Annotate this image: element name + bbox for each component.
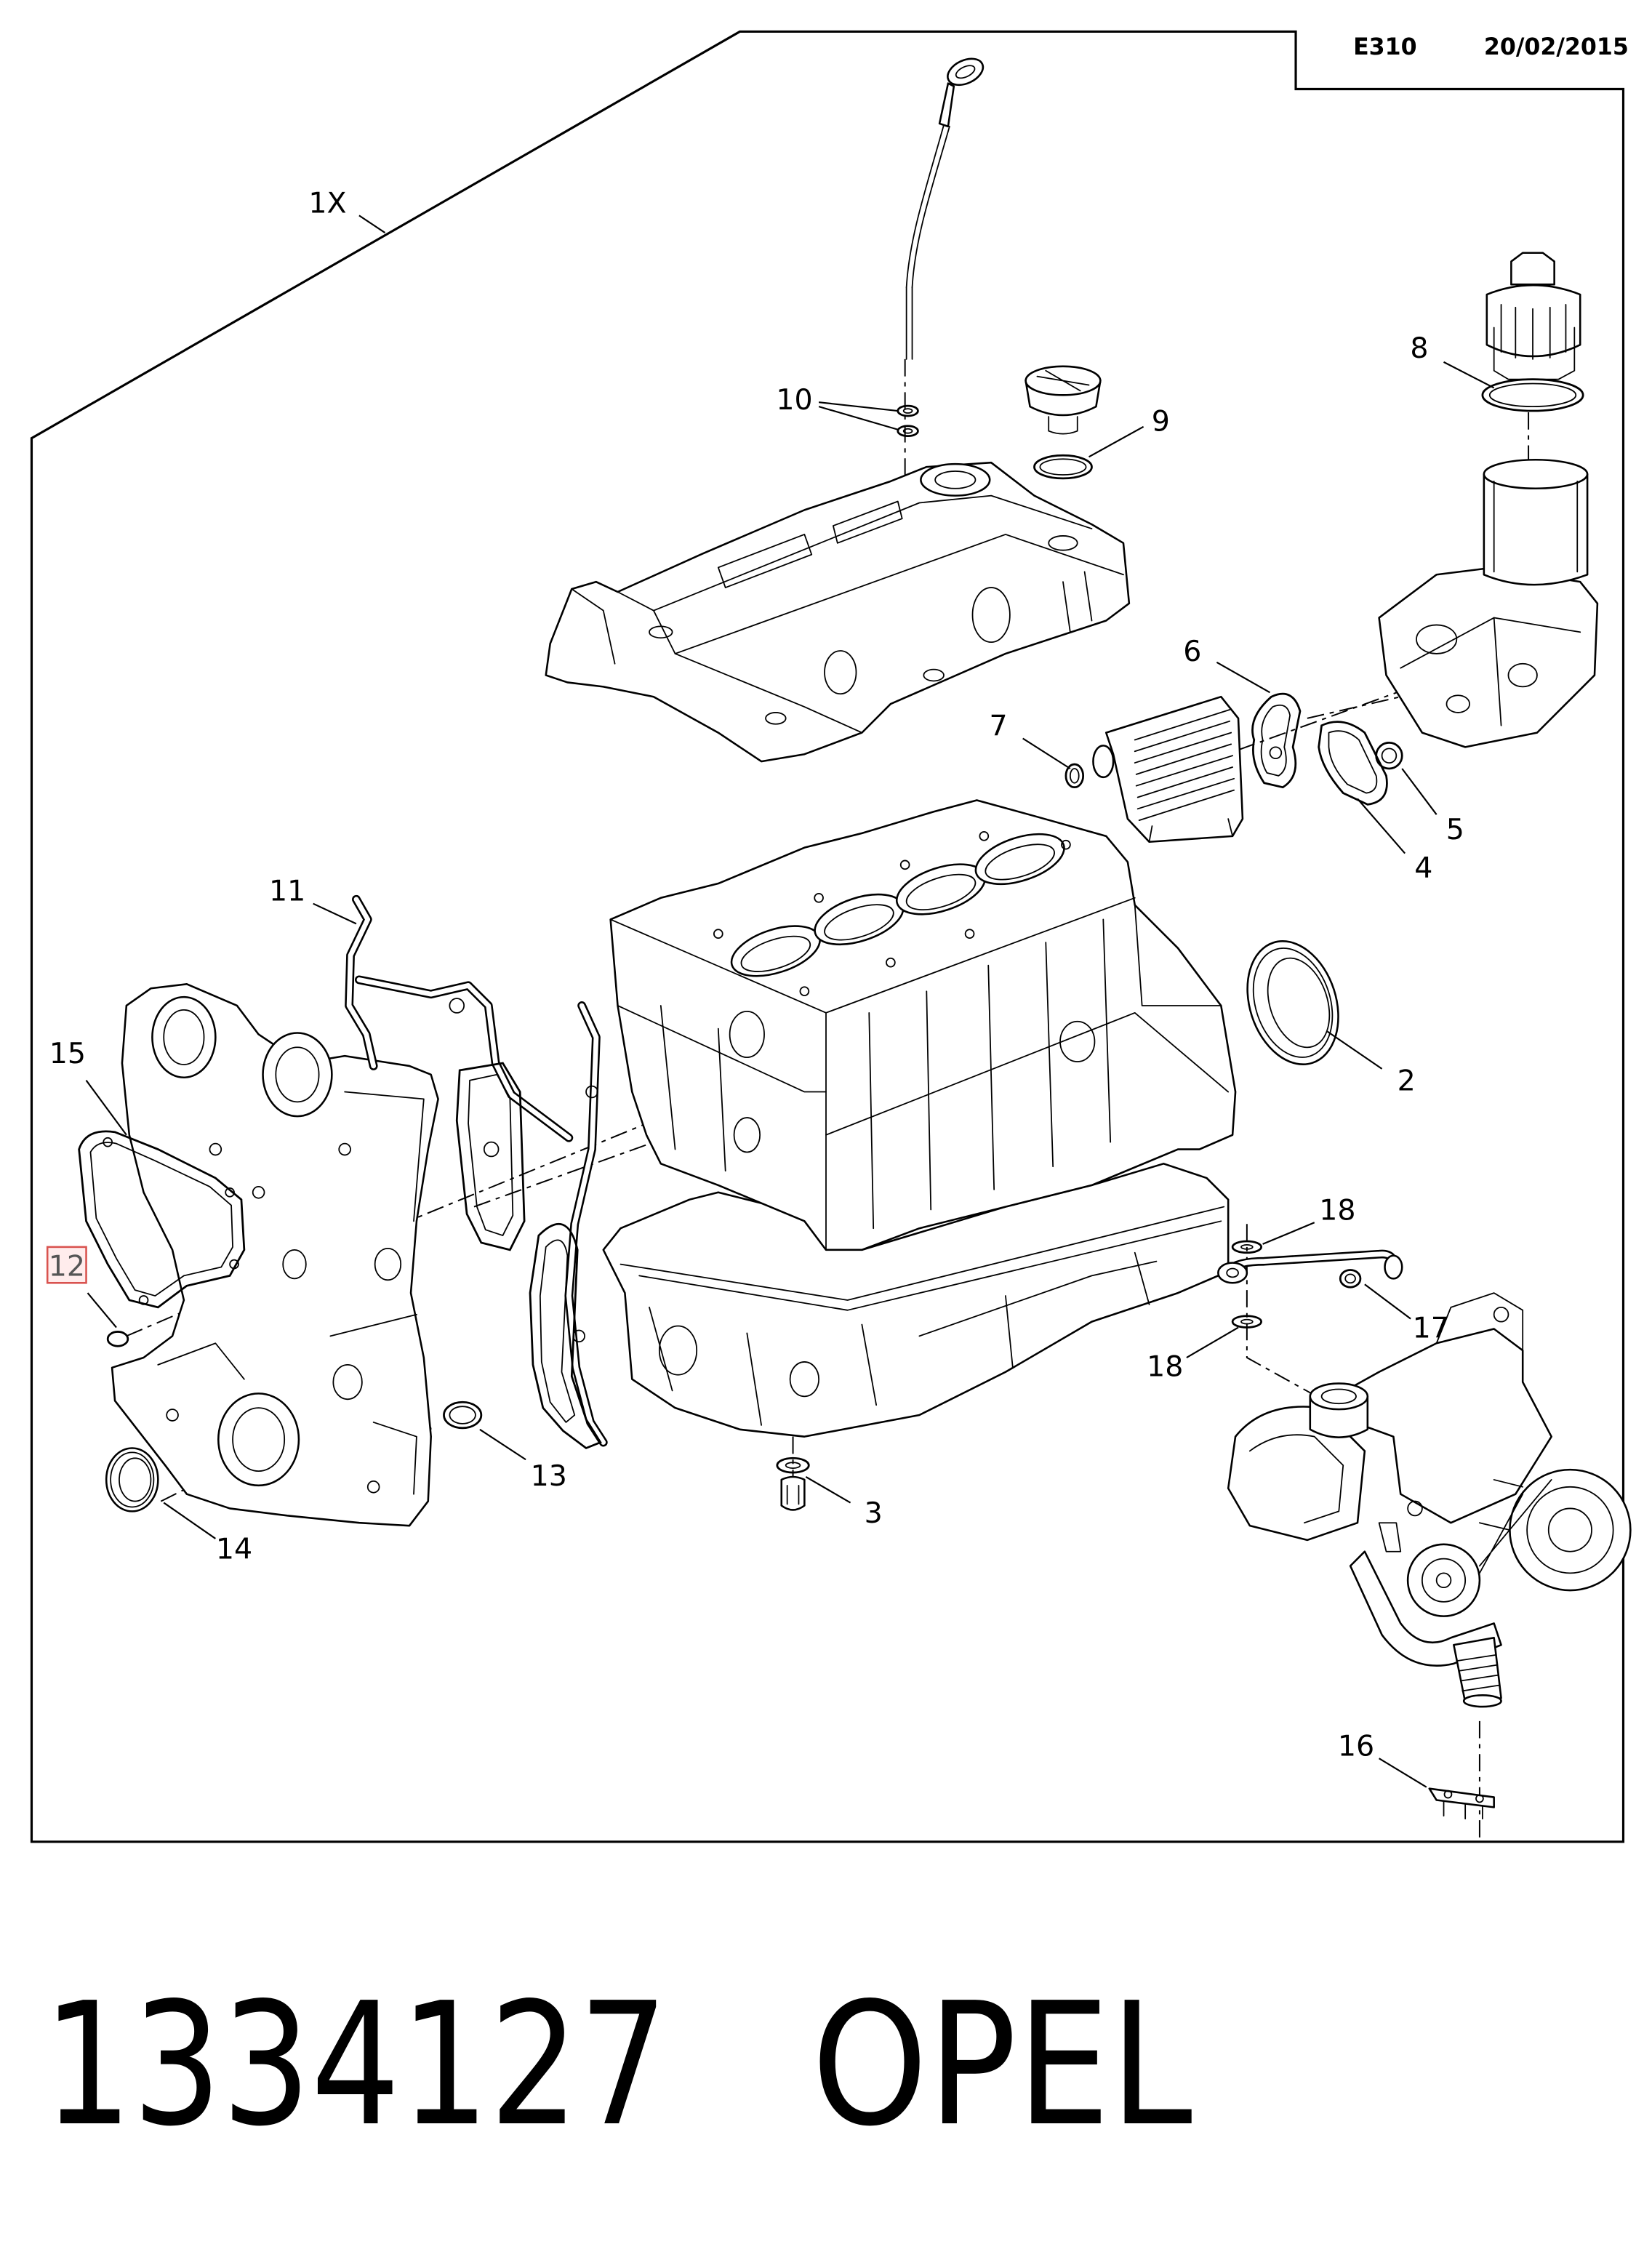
oil-feed-line <box>1217 1249 1403 1284</box>
gasket-6 <box>1251 692 1302 789</box>
seal-ring-7 <box>1064 763 1085 789</box>
callout-14[interactable]: 14 <box>216 1533 252 1566</box>
washer-set-10 <box>897 404 919 438</box>
turbocharger <box>1227 1292 1632 1708</box>
front-crank-seal-14 <box>105 1447 159 1512</box>
drain-plug-3 <box>776 1456 810 1511</box>
oil-filter-cap <box>1485 252 1581 380</box>
o-ring-5 <box>1375 742 1403 770</box>
gasket-lower <box>529 1222 602 1450</box>
rear-main-seal-2 <box>1246 940 1339 1065</box>
o-ring-13 <box>443 1401 483 1430</box>
oil-dipstick <box>905 57 985 360</box>
callout-18-upper[interactable]: 18 <box>1319 1193 1355 1227</box>
part-number: 1334127 <box>43 1966 667 2163</box>
callout-7[interactable]: 7 <box>990 710 1008 743</box>
timing-cover <box>111 983 439 1527</box>
gasket-4 <box>1318 721 1388 806</box>
camshaft-cover <box>545 461 1131 763</box>
o-ring-8 <box>1481 378 1584 412</box>
callout-5[interactable]: 5 <box>1446 813 1464 846</box>
gasket-center <box>455 1062 526 1251</box>
callouts: 1X 10 9 8 6 7 5 4 11 15 2 18 12 17 18 13… <box>46 186 1464 1763</box>
callout-6[interactable]: 6 <box>1183 635 1201 668</box>
callout-13[interactable]: 13 <box>531 1459 567 1493</box>
callout-3[interactable]: 3 <box>865 1496 883 1530</box>
gasket-15 <box>78 1130 246 1309</box>
diagram-code: E310 <box>1353 34 1417 60</box>
callout-11[interactable]: 11 <box>269 875 305 908</box>
callout-leader-lines <box>85 215 1495 1788</box>
seal-ring-17 <box>1339 1269 1362 1289</box>
gasket-11 <box>345 894 608 1447</box>
callout-12[interactable]: 12 <box>49 1249 85 1283</box>
oil-cooler <box>1092 695 1244 843</box>
callout-1x[interactable]: 1X <box>308 186 346 220</box>
callout-15[interactable]: 15 <box>49 1037 86 1070</box>
washer-18-lower <box>1231 1315 1263 1329</box>
o-ring-12 <box>106 1331 129 1347</box>
callout-16[interactable]: 16 <box>1338 1729 1374 1763</box>
bracket-16 <box>1428 1787 1495 1820</box>
callout-9[interactable]: 9 <box>1152 405 1170 438</box>
callout-8[interactable]: 8 <box>1410 332 1428 365</box>
oil-filter-housing <box>1378 458 1599 748</box>
callout-4[interactable]: 4 <box>1414 851 1432 885</box>
callout-2[interactable]: 2 <box>1398 1065 1416 1098</box>
engine-block <box>609 799 1237 1251</box>
washer-18-upper <box>1231 1240 1263 1254</box>
diagram-date: 20/02/2015 <box>1484 34 1629 60</box>
callout-17[interactable]: 17 <box>1413 1311 1449 1345</box>
callout-10[interactable]: 10 <box>776 383 812 417</box>
oil-filler-cap <box>1025 365 1102 435</box>
callout-18-lower[interactable]: 18 <box>1147 1350 1183 1384</box>
brand-name: OPEL <box>811 1966 1192 2163</box>
o-ring-9 <box>1033 454 1093 480</box>
diagram-frame <box>30 30 1625 1843</box>
callout-12-highlight-box <box>46 1246 87 1284</box>
